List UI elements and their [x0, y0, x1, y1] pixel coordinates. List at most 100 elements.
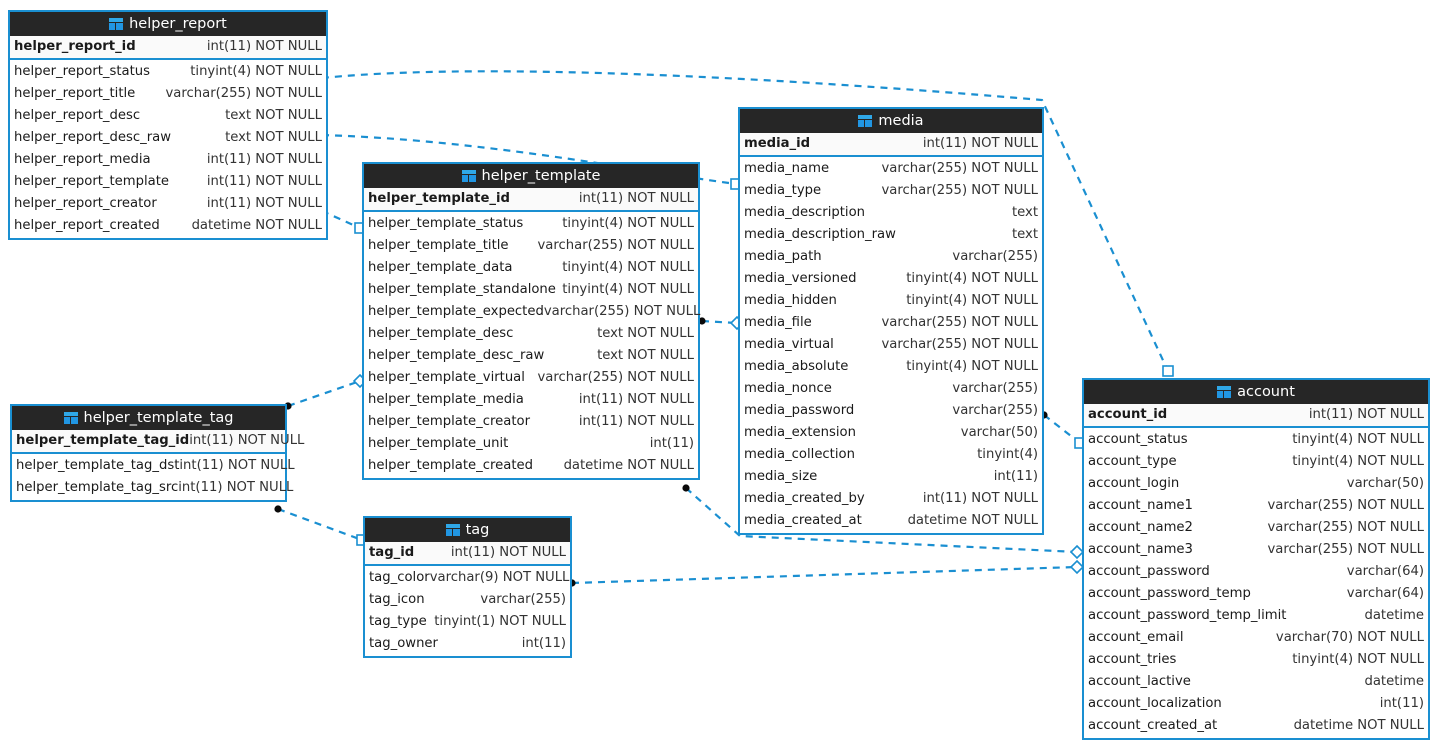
column-name: helper_report_title	[14, 86, 136, 101]
column-type: datetime NOT NULL	[907, 513, 1038, 528]
column-name: account_name2	[1088, 520, 1193, 535]
column-type: varchar(255)	[952, 249, 1038, 264]
entity-name-label: helper_report	[129, 16, 227, 32]
column-type: datetime NOT NULL	[1293, 718, 1424, 733]
column-type: varchar(50)	[960, 425, 1038, 440]
column-row[interactable]: media_path varchar(255)	[740, 246, 1042, 268]
column-name: media_created_at	[744, 513, 862, 528]
column-name: media_size	[744, 469, 818, 484]
column-type: varchar(255) NOT NULL	[537, 370, 695, 385]
column-row[interactable]: account_name3 varchar(255) NOT NULL	[1084, 539, 1428, 561]
column-name: account_name3	[1088, 542, 1193, 557]
column-type: tinyint(4) NOT NULL	[1292, 432, 1424, 447]
column-name: tag_icon	[369, 592, 425, 607]
relationship-rel-templatetag-template-virtual	[287, 379, 361, 408]
table-icon	[858, 115, 873, 127]
column-name: media_path	[744, 249, 822, 264]
column-row[interactable]: media_created_at datetime NOT NULL	[740, 510, 1042, 532]
column-name: helper_template_tag_dst	[16, 458, 180, 473]
column-type: text NOT NULL	[597, 326, 694, 341]
column-name: media_description	[744, 205, 865, 220]
column-type: varchar(255) NOT NULL	[1267, 542, 1425, 557]
relationship-endpoint-dot	[682, 484, 690, 492]
column-type: datetime	[1364, 608, 1424, 623]
column-name: media_virtual	[744, 337, 834, 352]
column-name: account_password_temp	[1088, 586, 1251, 601]
table-icon	[445, 524, 460, 536]
entity-title-helper_template_tag: helper_template_tag	[12, 406, 285, 430]
column-type: varchar(255) NOT NULL	[881, 315, 1039, 330]
column-type: text NOT NULL	[225, 108, 322, 123]
column-type: int(11) NOT NULL	[179, 458, 295, 473]
relationship-endpoint-dot	[274, 505, 282, 513]
